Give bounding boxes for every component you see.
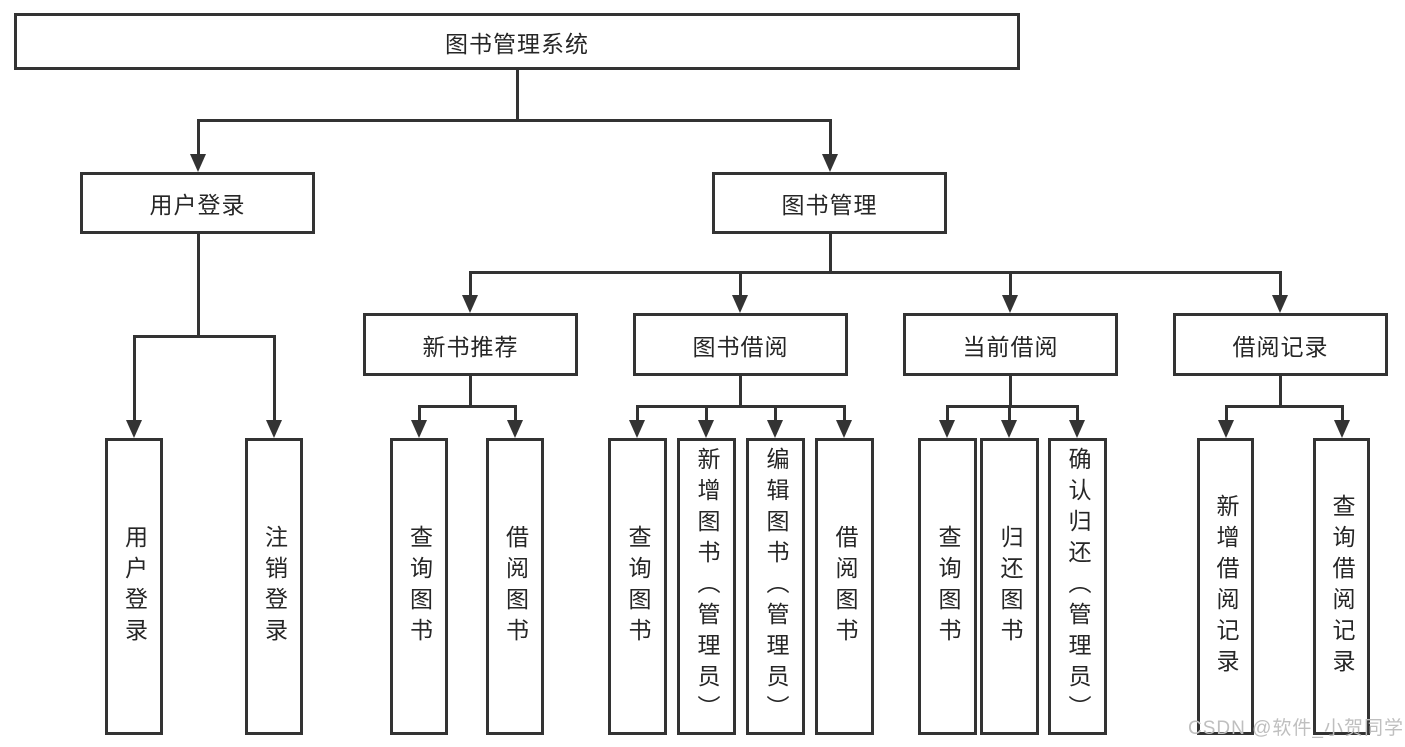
connector-line [417,404,517,408]
arrow-shaft [945,406,949,420]
arrow-shaft [738,272,742,295]
connector-line [1224,404,1344,408]
leaf-add-borrow-record: 新增借阅记录 [1197,438,1254,735]
node-borrow-records-label: 借阅记录 [1232,333,1329,360]
arrow-shaft [842,406,846,420]
arrow-shaft [704,406,708,420]
arrow-head-icon [767,420,783,438]
connector-line [738,376,742,408]
connector-line [196,234,200,338]
arrow-head-icon [836,420,852,438]
arrow-head-icon [126,420,142,438]
connector-line [1008,376,1012,408]
leaf-confirm-return-admin: 确认归还（管理员） [1048,438,1107,735]
arrow-head-icon [1218,420,1234,438]
arrow-head-icon [1069,420,1085,438]
arrow-shaft [773,406,777,420]
leaf-query-books-current-label: 查询图书 [935,524,961,649]
arrow-head-icon [1002,295,1018,313]
leaf-edit-books-admin-label: 编辑图书（管理员） [763,447,789,726]
arrow-head-icon [698,420,714,438]
node-root: 图书管理系统 [14,13,1020,70]
arrow-head-icon [266,420,282,438]
node-new-book-recommend: 新书推荐 [363,313,578,376]
leaf-query-borrow-record: 查询借阅记录 [1313,438,1370,735]
leaf-query-borrow-record-label: 查询借阅记录 [1329,493,1355,680]
node-root-label: 图书管理系统 [445,30,589,57]
leaf-query-books-recommend-label: 查询图书 [406,524,433,649]
node-book-management-label: 图书管理 [781,192,878,218]
connector-line [945,404,1079,408]
arrow-shaft [1224,406,1228,420]
arrow-shaft [1007,406,1011,420]
leaf-add-books-admin: 新增图书（管理员） [677,438,736,735]
arrow-head-icon [507,420,523,438]
node-current-borrow-label: 当前借阅 [962,333,1059,360]
arrow-shaft [828,120,832,154]
node-new-book-recommend-label: 新书推荐 [422,333,519,360]
connector-line [635,404,846,408]
node-borrow-records: 借阅记录 [1173,313,1388,376]
connector-line [1278,376,1282,408]
leaf-query-books-borrow: 查询图书 [608,438,667,735]
arrow-shaft [1340,406,1344,420]
leaf-borrow-books-recommend: 借阅图书 [486,438,544,735]
arrow-head-icon [411,420,427,438]
leaf-add-books-admin-label: 新增图书（管理员） [694,447,720,726]
node-user-login-label: 用户登录 [149,192,246,218]
arrow-head-icon [1334,420,1350,438]
arrow-shaft [468,272,472,295]
leaf-return-books: 归还图书 [980,438,1039,735]
leaf-query-books-borrow-label: 查询图书 [625,524,651,649]
arrow-head-icon [1272,295,1288,313]
arrow-shaft [417,406,421,420]
node-book-borrow: 图书借阅 [633,313,848,376]
leaf-borrow-books: 借阅图书 [815,438,874,735]
arrow-shaft [1008,272,1012,295]
arrow-shaft [272,336,276,420]
arrow-head-icon [822,154,838,172]
arrow-head-icon [462,295,478,313]
leaf-add-borrow-record-label: 新增借阅记录 [1213,493,1239,680]
leaf-confirm-return-admin-label: 确认归还（管理员） [1065,447,1091,726]
leaf-query-books-recommend: 查询图书 [390,438,448,735]
arrow-head-icon [1001,420,1017,438]
arrow-head-icon [732,295,748,313]
connector-line [515,70,519,122]
leaf-borrow-books-recommend-label: 借阅图书 [502,524,529,649]
arrow-head-icon [939,420,955,438]
leaf-return-books-label: 归还图书 [997,524,1023,649]
node-book-management: 图书管理 [712,172,947,234]
arrow-shaft [513,406,517,420]
leaf-borrow-books-label: 借阅图书 [832,524,858,649]
node-book-borrow-label: 图书借阅 [692,333,789,360]
connector-line [828,234,832,274]
arrow-shaft [1075,406,1079,420]
leaf-user-login: 用户登录 [105,438,163,735]
arrow-shaft [196,120,200,154]
arrow-shaft [1278,272,1282,295]
leaf-logout-label: 注销登录 [261,524,288,649]
arrow-shaft [132,336,136,420]
node-current-borrow: 当前借阅 [903,313,1118,376]
arrow-head-icon [629,420,645,438]
leaf-logout: 注销登录 [245,438,303,735]
connector-line [196,118,832,122]
arrow-head-icon [190,154,206,172]
arrow-shaft [635,406,639,420]
leaf-user-login-label: 用户登录 [121,524,148,649]
leaf-edit-books-admin: 编辑图书（管理员） [746,438,805,735]
connector-line [468,376,472,408]
leaf-query-books-current: 查询图书 [918,438,977,735]
watermark: CSDN @软件_小贺同学 [1188,718,1404,739]
connector-line [132,334,276,338]
connector-line [468,270,1282,274]
node-user-login: 用户登录 [80,172,315,234]
